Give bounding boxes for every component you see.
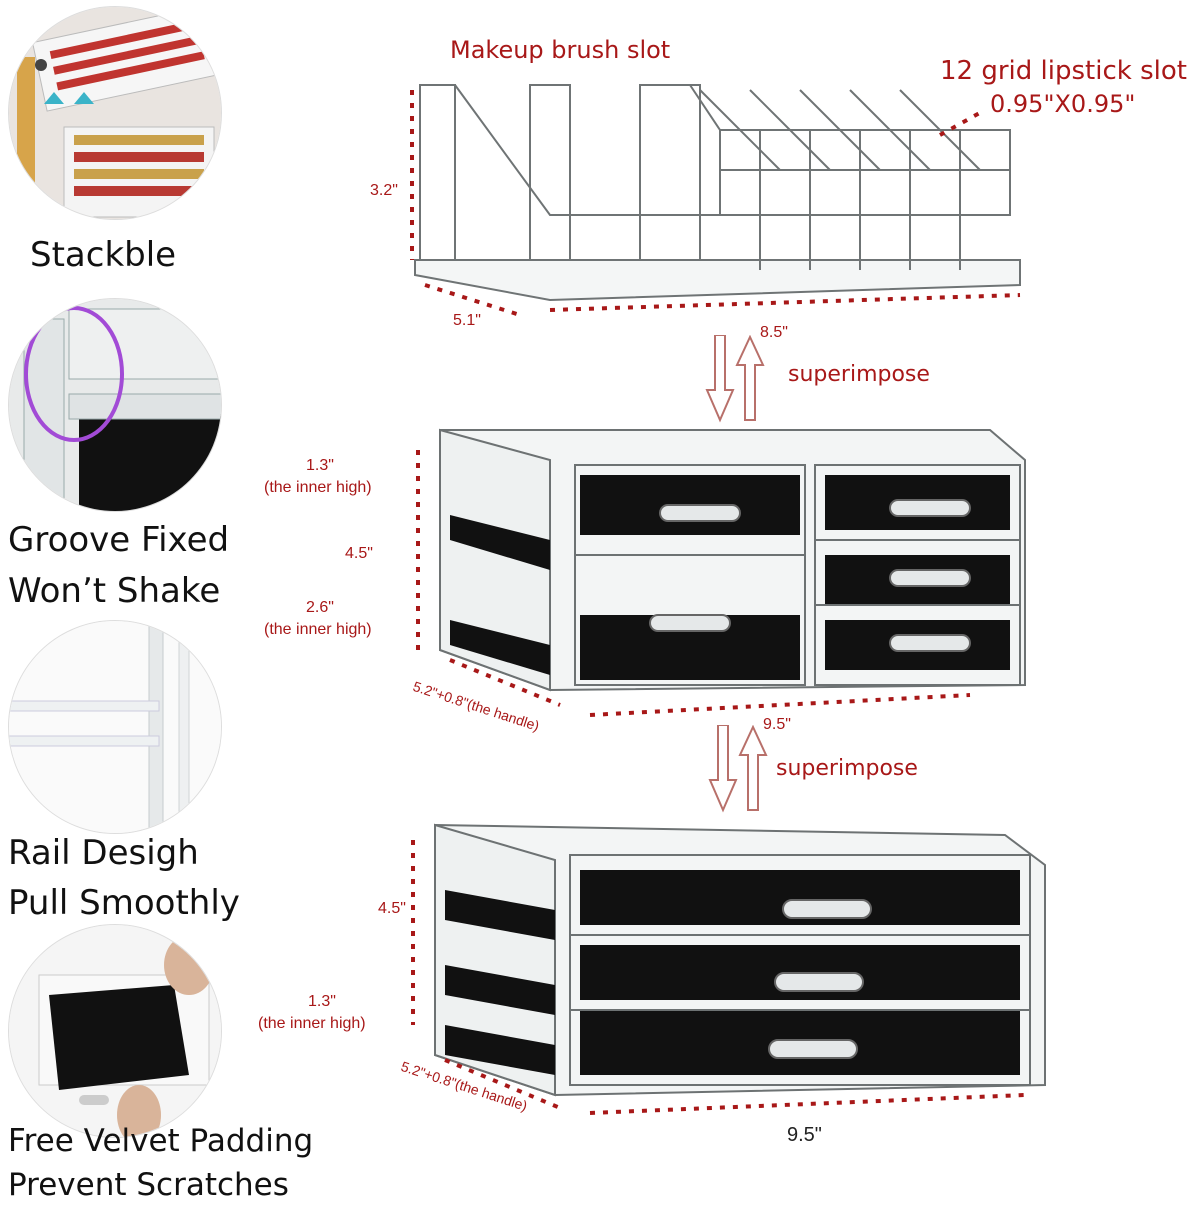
middle-width: 9.5" (763, 716, 791, 733)
velvet-photo (8, 924, 222, 1138)
middle-bottom-inner: 2.6" (306, 599, 334, 616)
feature-label-rail-2: Pull Smoothly (8, 883, 240, 923)
middle-top-inner-note: (the inner high) (264, 479, 372, 496)
feature-label-stackable: Stackble (30, 235, 177, 275)
feature-label-velvet-1: Free Velvet Padding (8, 1123, 314, 1159)
stackable-photo (8, 6, 222, 220)
top-tier-width: 8.5" (760, 324, 788, 341)
brush-slot-label: Makeup brush slot (450, 36, 671, 64)
groove-photo (8, 298, 222, 512)
superimpose-arrows-1 (705, 335, 765, 423)
bottom-inner: 1.3" (308, 993, 336, 1010)
feature-label-groove-1: Groove Fixed (8, 520, 230, 560)
bottom-inner-note: (the inner high) (258, 1015, 366, 1032)
lipstick-slot-label: 12 grid lipstick slot (940, 56, 1187, 86)
bottom-width: 9.5" (787, 1124, 822, 1146)
middle-height: 4.5" (345, 545, 373, 562)
feature-label-rail-1: Rail Desigh (8, 833, 199, 873)
rail-photo (8, 620, 222, 834)
superimpose-label-1: superimpose (788, 362, 930, 387)
feature-label-groove-2: Won’t Shake (8, 571, 221, 611)
middle-tier-drawers (416, 428, 1026, 717)
middle-top-inner: 1.3" (306, 457, 334, 474)
bottom-height: 4.5" (378, 900, 406, 917)
bottom-tier-drawers (411, 823, 1046, 1115)
top-tier-organizer (410, 84, 1021, 317)
top-tier-height: 3.2" (370, 182, 398, 199)
middle-bottom-inner-note: (the inner high) (264, 621, 372, 638)
lipstick-slot-size: 0.95"X0.95" (990, 90, 1136, 118)
superimpose-label-2: superimpose (776, 756, 918, 781)
superimpose-arrows-2 (708, 725, 768, 813)
feature-label-velvet-2: Prevent Scratches (8, 1167, 289, 1203)
top-tier-depth: 5.1" (453, 312, 481, 329)
